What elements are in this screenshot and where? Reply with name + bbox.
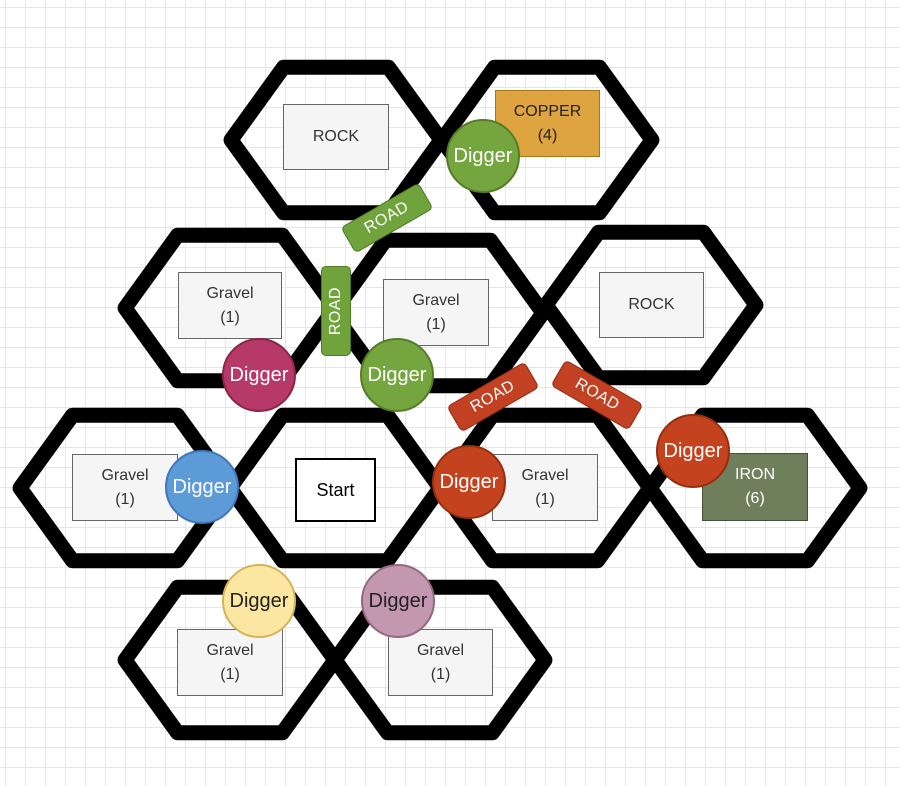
digger-label: Digger — [439, 470, 499, 493]
hex-gravel-bottom-center — [327, 579, 553, 741]
digger-label: Digger — [229, 363, 289, 386]
digger-label: Digger — [367, 363, 427, 386]
gravel-tile-bottom-center[interactable]: Gravel (1) — [388, 629, 493, 696]
tile-label: Gravel — [416, 641, 465, 659]
tile-amount: (1) — [535, 490, 555, 508]
digger-green-center[interactable]: Digger — [360, 338, 434, 412]
gravel-tile-right[interactable]: Gravel (1) — [492, 454, 598, 521]
digger-label: Digger — [453, 144, 513, 167]
tile-amount: (1) — [115, 490, 135, 508]
digger-mauve[interactable]: Digger — [361, 564, 435, 638]
rock-tile-right[interactable]: ROCK — [599, 272, 704, 338]
hex-rock-right — [538, 224, 764, 386]
gravel-tile-center[interactable]: Gravel (1) — [383, 279, 489, 346]
digger-label: Digger — [172, 475, 232, 498]
tile-label: COPPER — [513, 102, 582, 120]
hex-iron — [642, 407, 868, 569]
tile-label: IRON — [735, 466, 775, 483]
hex-gravel-left — [12, 407, 238, 569]
digger-red-center[interactable]: Digger — [432, 445, 506, 519]
tile-label: Start — [316, 480, 355, 500]
digger-label: Digger — [663, 439, 723, 462]
start-tile[interactable]: Start — [295, 458, 376, 522]
tile-amount: (4) — [537, 126, 558, 144]
digger-label: Digger — [229, 589, 289, 612]
tile-amount: (6) — [745, 490, 765, 507]
tile-amount: (1) — [430, 665, 451, 683]
digger-blue[interactable]: Digger — [165, 450, 239, 524]
hex-copper — [434, 59, 660, 221]
road-vertical[interactable]: ROAD — [321, 266, 351, 356]
tile-label: Gravel — [206, 284, 254, 302]
tile-label: Gravel — [206, 641, 254, 659]
tile-label: Gravel — [521, 466, 569, 484]
tile-amount: (1) — [220, 308, 240, 326]
tile-label: ROCK — [628, 296, 675, 313]
tile-label: Gravel — [412, 291, 460, 309]
rock-tile-top[interactable]: ROCK — [283, 104, 389, 170]
tile-amount: (1) — [220, 665, 240, 683]
digger-iron[interactable]: Digger — [656, 414, 730, 488]
digger-yellow[interactable]: Digger — [222, 564, 296, 638]
gravel-tile-left[interactable]: Gravel (1) — [72, 454, 178, 521]
gravel-tile-bottom-left[interactable]: Gravel (1) — [177, 629, 283, 696]
tile-label: ROCK — [312, 128, 360, 145]
digger-crimson[interactable]: Digger — [222, 338, 296, 412]
road-label: ROAD — [327, 286, 344, 336]
tile-amount: (1) — [426, 315, 446, 333]
gravel-tile-upper-left[interactable]: Gravel (1) — [178, 272, 282, 339]
tile-label: Gravel — [101, 466, 149, 484]
digger-copper[interactable]: Digger — [446, 119, 520, 193]
digger-label: Digger — [368, 589, 428, 612]
